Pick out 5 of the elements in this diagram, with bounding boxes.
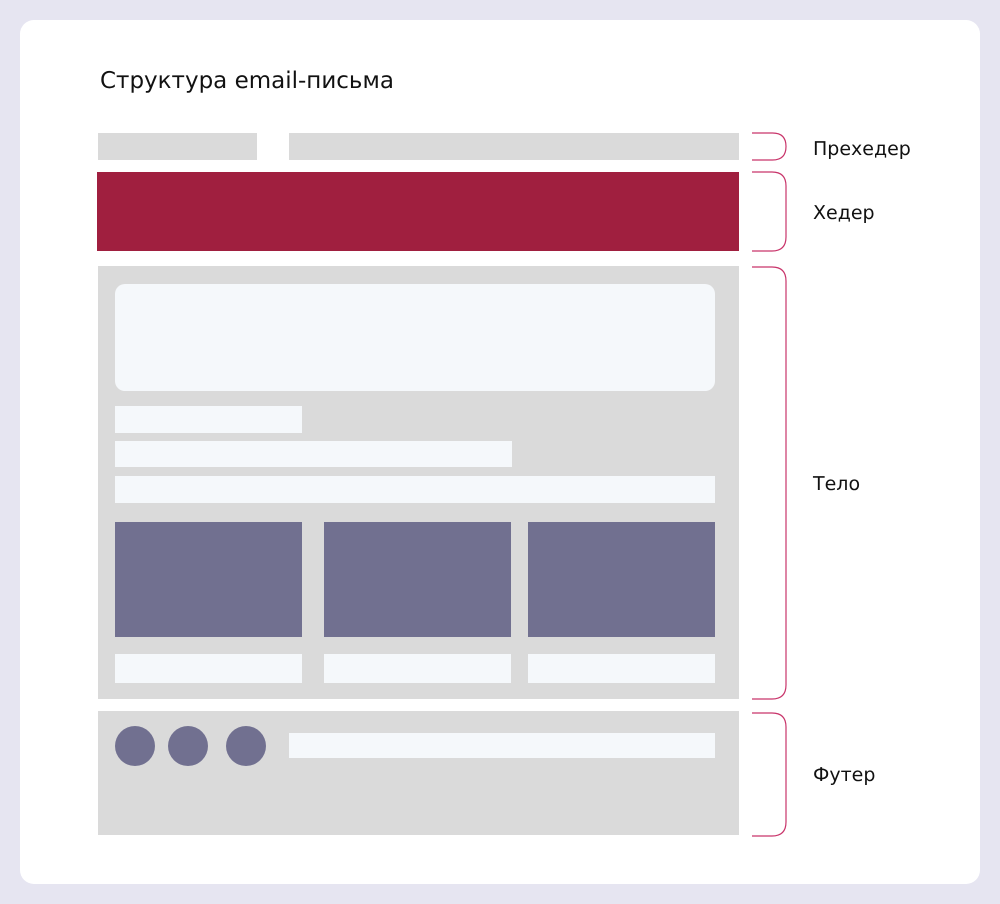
section-label: Хедер: [813, 202, 875, 224]
section-label: Тело: [813, 473, 860, 495]
section-label: Футер: [813, 764, 876, 786]
section-label: Прехедер: [813, 138, 911, 160]
title: Структура email-письма: [100, 68, 394, 94]
